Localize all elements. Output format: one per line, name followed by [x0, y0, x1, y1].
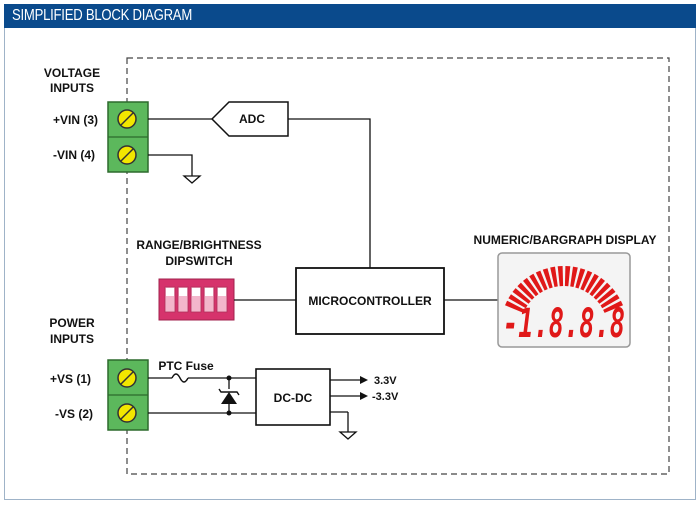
vin-neg-label: -VIN (4) [53, 148, 95, 162]
dcdc-label: DC-DC [274, 391, 313, 405]
microcontroller-label: MICROCONTROLLER [308, 294, 432, 308]
bargraph-arc [505, 266, 623, 313]
bargraph-segment [589, 277, 605, 297]
display-title: NUMERIC/BARGRAPH DISPLAY [474, 233, 657, 247]
bargraph-segment [542, 268, 553, 289]
vs-pos-label: +VS (1) [50, 372, 91, 386]
vin-pos-label: +VIN (3) [53, 113, 98, 127]
bargraph-segment [603, 300, 623, 313]
power-inputs-title-1: POWER [49, 316, 95, 330]
bargraph-segment [557, 266, 564, 287]
power-terminal-block [107, 359, 149, 431]
bargraph-segment [580, 270, 593, 291]
bargraph-segment [585, 273, 599, 294]
dcdc-out-pos: 3.3V [374, 375, 397, 387]
bargraph-segment [517, 282, 535, 300]
bargraph-segment [564, 266, 571, 287]
display-digits: -1.8.8.8 [503, 301, 625, 347]
output-arrow-icon [360, 376, 368, 384]
bargraph-segment [597, 288, 616, 304]
dipswitch-title-1: RANGE/BRIGHTNESS [136, 238, 261, 252]
ground-icon-vin [182, 175, 202, 184]
power-inputs-title-2: INPUTS [50, 332, 94, 346]
bargraph-segment [575, 268, 586, 289]
bargraph-segment [550, 266, 558, 287]
bargraph-segment [600, 294, 620, 309]
bargraph-segment [570, 266, 578, 287]
vs-neg-label: -VS (2) [55, 407, 93, 421]
numeric-bargraph-display: -1.8.8.8 [497, 252, 631, 348]
ptc-fuse-label: PTC Fuse [158, 359, 214, 373]
microcontroller-block: MICROCONTROLLER [295, 267, 445, 335]
bargraph-segment [593, 282, 611, 300]
ground-icon-dcdc [338, 431, 358, 440]
header-title: SIMPLIFIED BLOCK DIAGRAM [12, 7, 193, 24]
bargraph-segment [523, 277, 539, 297]
module-boundary [126, 57, 670, 475]
header-bar: SIMPLIFIED BLOCK DIAGRAM [4, 4, 696, 28]
voltage-terminal-block [107, 101, 149, 173]
dipswitch-icon [158, 278, 235, 321]
dipswitch-title-2: DIPSWITCH [165, 254, 232, 268]
bargraph-segment [535, 270, 548, 291]
dcdc-block: DC-DC [255, 368, 331, 426]
adc-block: ADC [210, 101, 289, 137]
bargraph-segment [508, 294, 528, 309]
output-arrow-icon [360, 392, 368, 400]
adc-label: ADC [239, 112, 265, 126]
tvs-diode-icon [218, 378, 240, 413]
ptc-fuse-icon [171, 373, 189, 383]
dcdc-out-neg: -3.3V [372, 391, 399, 403]
bargraph-segment [512, 288, 531, 304]
bargraph-segment [505, 300, 525, 313]
bargraph-segment [529, 273, 543, 294]
voltage-inputs-title-2: INPUTS [50, 81, 94, 95]
voltage-inputs-title-1: VOLTAGE [44, 66, 100, 80]
